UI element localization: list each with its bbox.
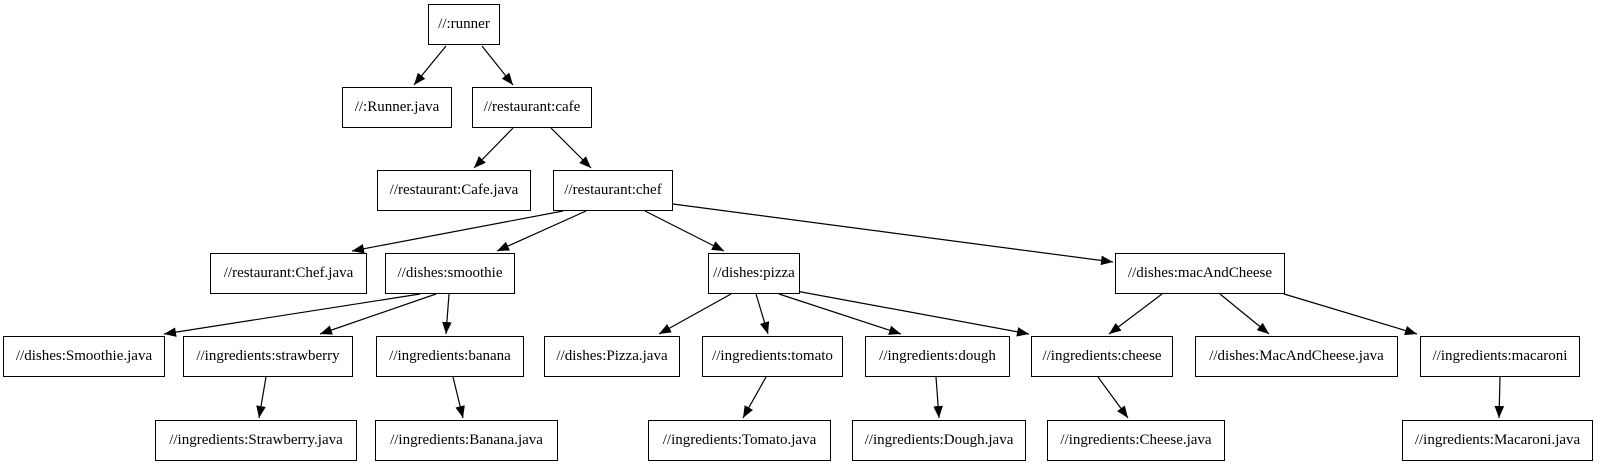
node-tomato-java: //ingredients:Tomato.java <box>648 420 831 461</box>
node-cafe: //restaurant:cafe <box>472 87 592 128</box>
edge-mac-and-cheese-to-macaroni <box>1283 293 1418 336</box>
node-chef: //restaurant:chef <box>553 170 673 211</box>
edge-pizza-to-dough <box>778 293 902 335</box>
node-dough: //ingredients:dough <box>865 336 1010 377</box>
edge-smoothie-to-smoothie-java <box>163 293 421 337</box>
edge-macaroni-to-macaroni-java <box>1494 376 1505 419</box>
node-strawberry-java: //ingredients:Strawberry.java <box>155 420 357 461</box>
node-cheese: //ingredients:cheese <box>1031 336 1173 377</box>
edge-strawberry-to-strawberry-java <box>256 376 267 419</box>
edge-mac-and-cheese-to-mac-and-cheese-java <box>1219 293 1270 335</box>
node-chef-java: //restaurant:Chef.java <box>210 253 367 294</box>
node-cheese-java: //ingredients:Cheese.java <box>1047 420 1225 461</box>
node-cafe-java: //restaurant:Cafe.java <box>377 170 531 211</box>
edge-chef-to-mac-and-cheese <box>672 203 1114 266</box>
node-banana-java: //ingredients:Banana.java <box>375 420 558 461</box>
node-runner: //:runner <box>428 4 500 45</box>
edge-chef-to-pizza <box>644 210 725 252</box>
edge-chef-to-chef-java <box>351 210 564 254</box>
node-mac-and-cheese-java: //dishes:MacAndCheese.java <box>1195 336 1398 377</box>
edge-smoothie-to-strawberry <box>319 293 437 335</box>
node-macaroni: //ingredients:macaroni <box>1420 336 1580 377</box>
edge-mac-and-cheese-to-cheese <box>1108 293 1163 335</box>
node-mac-and-cheese: //dishes:macAndCheese <box>1115 253 1285 294</box>
edge-tomato-to-tomato-java <box>742 376 767 419</box>
node-tomato: //ingredients:tomato <box>702 336 843 377</box>
node-strawberry: //ingredients:strawberry <box>183 336 353 377</box>
node-banana: //ingredients:banana <box>376 336 524 377</box>
edge-banana-to-banana-java <box>452 376 465 419</box>
edge-runner-to-runner-java <box>413 45 447 86</box>
node-pizza-java: //dishes:Pizza.java <box>544 336 680 377</box>
edge-chef-to-smoothie <box>496 210 587 252</box>
edge-cheese-to-cheese-java <box>1097 376 1129 419</box>
node-pizza: //dishes:pizza <box>708 253 800 294</box>
edge-pizza-to-cheese <box>795 290 1030 337</box>
node-dough-java: //ingredients:Dough.java <box>852 420 1026 461</box>
edge-pizza-to-tomato <box>755 293 770 335</box>
edge-cafe-to-chef <box>550 127 592 169</box>
node-smoothie: //dishes:smoothie <box>385 253 515 294</box>
edge-runner-to-cafe <box>481 45 514 86</box>
edge-dough-to-dough-java <box>933 376 943 419</box>
node-macaroni-java: //ingredients:Macaroni.java <box>1402 420 1593 461</box>
edge-pizza-to-pizza-java <box>658 293 732 335</box>
node-runner-java: //:Runner.java <box>342 87 452 128</box>
edge-smoothie-to-banana <box>442 293 452 335</box>
node-smoothie-java: //dishes:Smoothie.java <box>3 336 165 377</box>
edge-cafe-to-cafe-java <box>473 127 514 169</box>
